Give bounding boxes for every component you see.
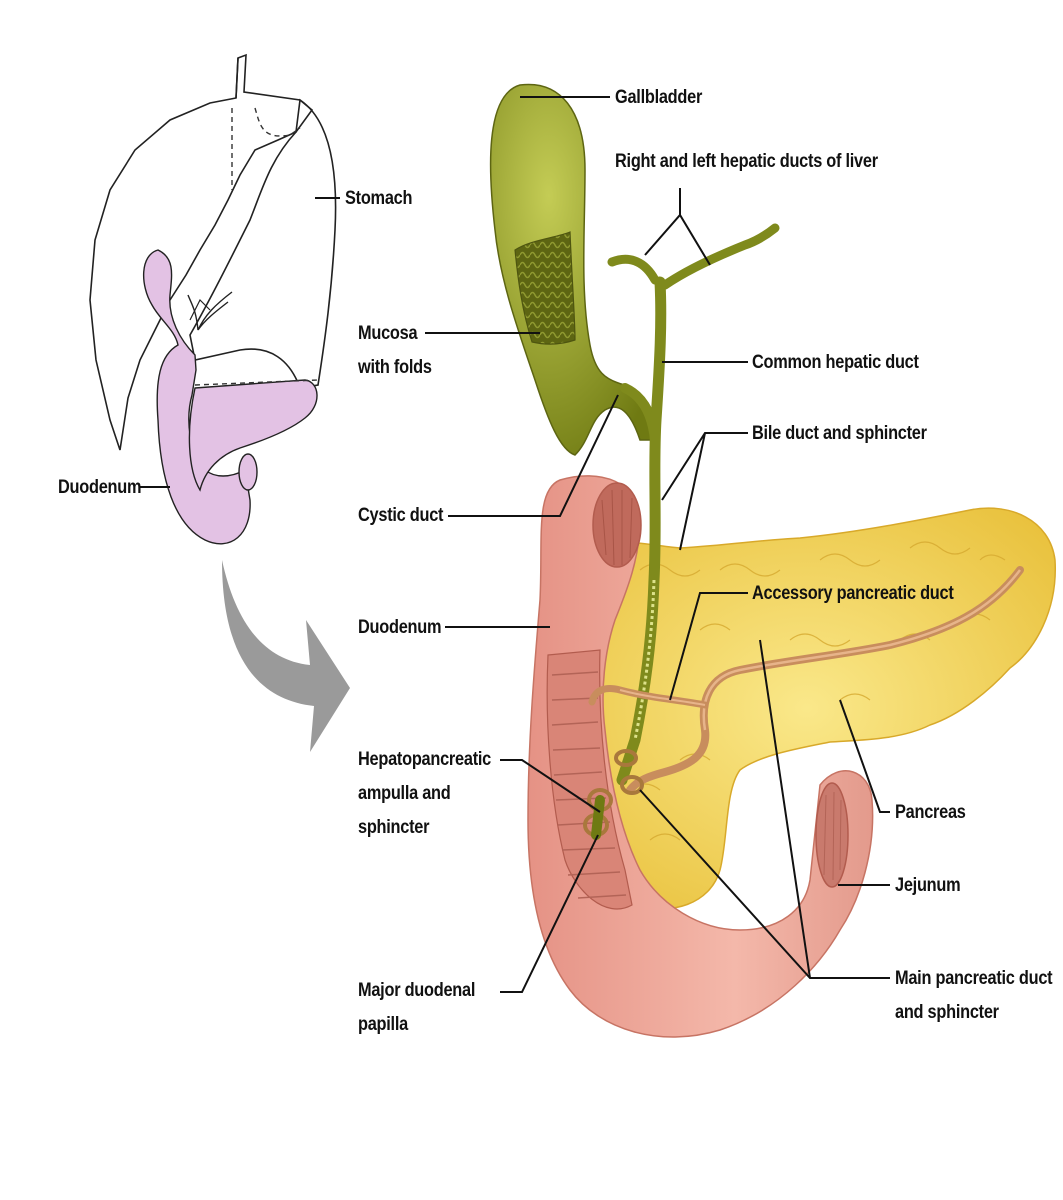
label-cystic-duct: Cystic duct [358,505,444,526]
label-jejunum: Jejunum [895,875,961,896]
inset-pancreas [188,379,318,492]
label-papilla-line1: Major duodenal [358,980,476,1001]
label-accessory-pancreatic-duct: Accessory pancreatic duct [752,583,954,604]
label-mucosa-line2: with folds [358,357,432,378]
label-ampulla-line2: ampulla and [358,783,451,804]
label-mucosa-line1: Mucosa [358,323,418,344]
gallbladder-mucosa [514,231,576,345]
sphincter-rings [583,749,644,837]
label-duodenum: Duodenum [358,617,442,638]
label-common-hepatic-duct: Common hepatic duct [752,352,919,373]
duodenum-interior [546,649,633,910]
jejunum-opening [815,782,849,888]
duodenum-opening [592,482,642,568]
gallbladder-shape [489,83,657,456]
label-pancreas: Pancreas [895,802,966,823]
label-duodenum-inset: Duodenum [58,477,142,498]
label-main-duct-line2: and sphincter [895,1002,999,1023]
label-papilla-line2: papilla [358,1014,408,1035]
transition-arrow [222,560,350,752]
label-ampulla-line1: Hepatopancreatic [358,749,491,770]
label-ampulla-line3: sphincter [358,817,430,838]
label-stomach: Stomach [345,188,413,209]
label-hepatic-ducts: Right and left hepatic ducts of liver [615,151,878,172]
right-hepatic-duct [607,254,660,285]
label-main-duct-line1: Main pancreatic duct [895,968,1053,989]
inset-duodenum [142,249,251,545]
leader-lines [140,96,890,993]
left-hepatic-duct [660,223,780,290]
inset-drawing [89,53,337,545]
inset-stomach-outline [189,98,337,389]
label-bile-duct: Bile duct and sphincter [752,423,927,444]
label-gallbladder: Gallbladder [615,87,703,108]
